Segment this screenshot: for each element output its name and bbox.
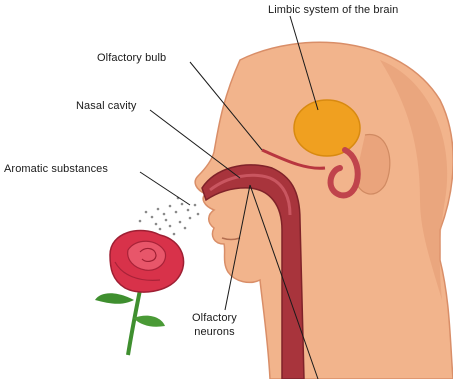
label-nasal-cavity: Nasal cavity: [76, 100, 137, 112]
rose-leaf-right: [133, 316, 165, 327]
rose-bloom: [110, 231, 184, 293]
leader-aromatic: [140, 172, 190, 205]
label-limbic-system: Limbic system of the brain: [268, 4, 398, 16]
label-olfactory-bulb: Olfactory bulb: [97, 52, 166, 64]
label-olfactory-neurons-line2: neurons: [192, 325, 237, 339]
limbic-system-shape: [294, 100, 360, 156]
rose-leaf-left: [95, 293, 134, 304]
label-olfactory-neurons: Olfactory neurons: [192, 311, 237, 339]
label-aromatic-substances: Aromatic substances: [4, 163, 108, 175]
label-olfactory-neurons-line1: Olfactory: [192, 311, 237, 325]
